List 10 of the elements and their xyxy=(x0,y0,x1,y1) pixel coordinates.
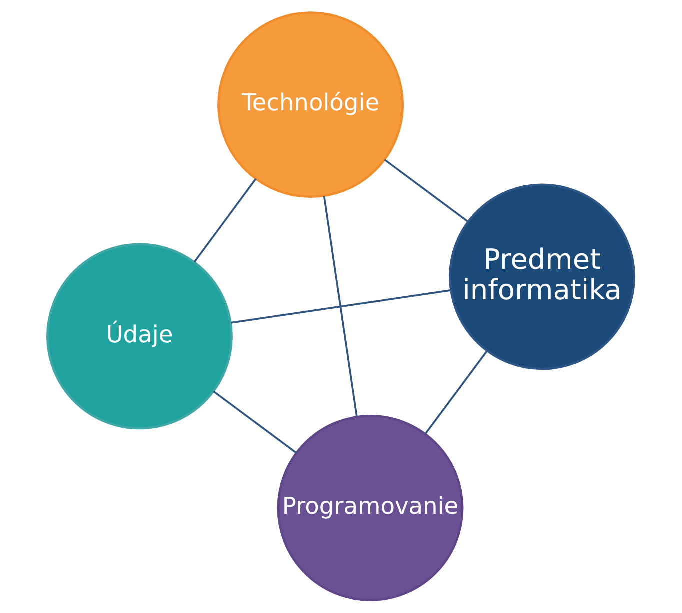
connector xyxy=(384,159,469,223)
connector xyxy=(194,178,257,263)
connector xyxy=(424,350,488,435)
connector xyxy=(213,390,298,454)
connector xyxy=(230,290,452,324)
node-circle: Predmet informatika xyxy=(449,184,636,370)
node-circle: Programovanie xyxy=(277,414,464,602)
connector xyxy=(323,196,358,417)
node-circle: Technológie xyxy=(218,12,404,198)
node-circle: Údaje xyxy=(46,243,233,430)
